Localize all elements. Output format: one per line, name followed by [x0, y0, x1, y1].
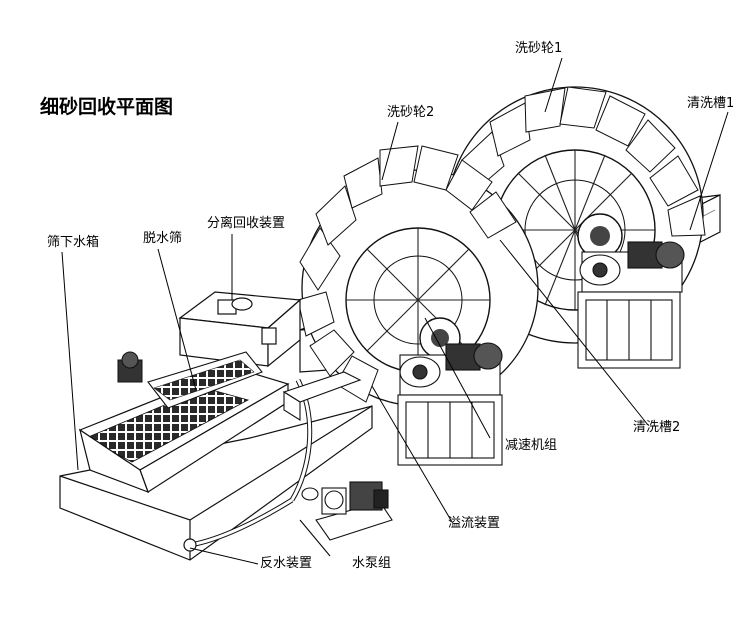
- water-pipes: [183, 378, 313, 552]
- diagram-title: 细砂回收平面图: [40, 96, 174, 118]
- label-wheel-2: 洗砂轮2: [387, 105, 435, 120]
- label-dewatering-screen: 脱水筛: [143, 231, 183, 246]
- dewatering-screen: [78, 351, 290, 494]
- separation-recovery-unit: [178, 291, 302, 368]
- overflow-device: [282, 371, 362, 421]
- label-tank-2: 清洗槽2: [633, 420, 681, 435]
- leader-lines: [61, 57, 729, 565]
- label-wheel-1: 洗砂轮1: [515, 41, 563, 56]
- label-reducer-unit: 减速机组: [505, 438, 558, 453]
- reducer-unit-1: [577, 241, 685, 369]
- pump-unit: [301, 481, 393, 541]
- label-underscreen-tank: 筛下水箱: [47, 235, 100, 250]
- label-pump-unit: 水泵组: [352, 556, 392, 571]
- label-tank-1: 清洗槽1: [687, 96, 735, 111]
- reducer-unit-2: [397, 342, 503, 466]
- label-return-water: 反水装置: [260, 556, 313, 571]
- label-overflow-device: 溢流装置: [448, 516, 501, 531]
- label-recovery-unit: 分离回收装置: [207, 216, 286, 231]
